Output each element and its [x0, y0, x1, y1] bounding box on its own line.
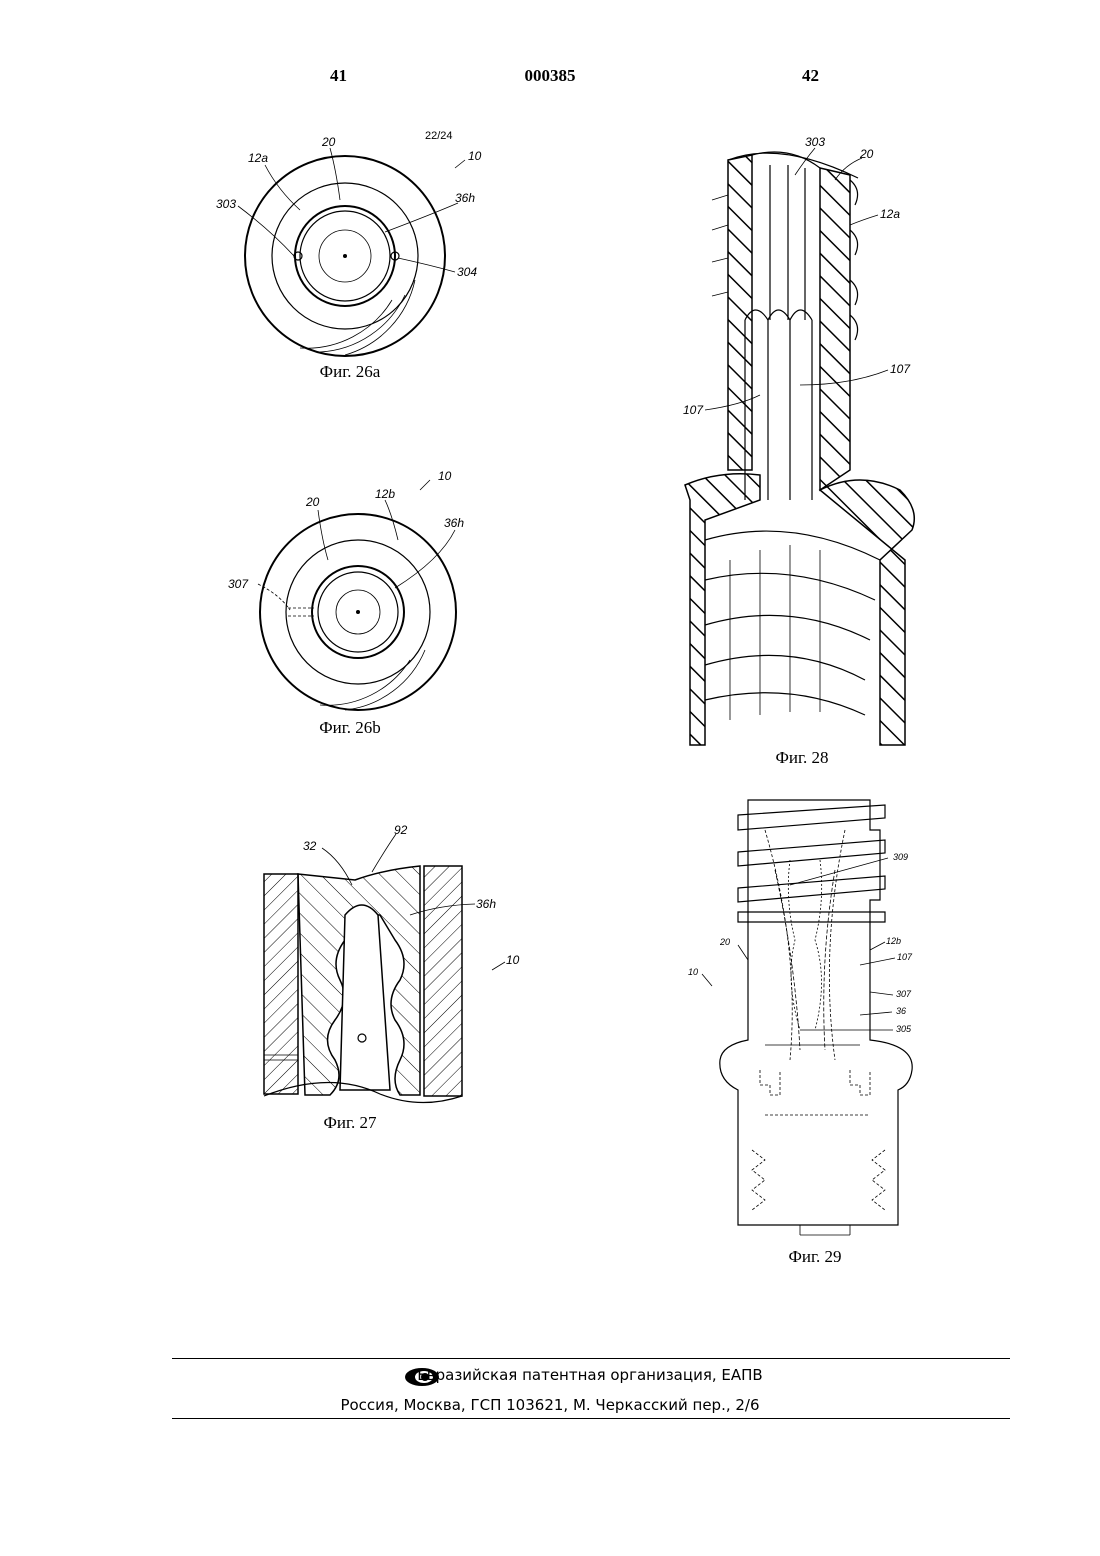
footer-address: Россия, Москва, ГСП 103621, М. Черкасски…	[0, 1396, 1100, 1414]
fig29-caption: Фиг. 29	[755, 1247, 875, 1267]
fig29-label-20: 20	[719, 937, 730, 947]
fig29-label-10: 10	[688, 967, 698, 977]
fig29-leaders	[702, 858, 895, 1030]
footer-top-rule	[172, 1358, 1010, 1359]
fig29-label-107: 107	[897, 952, 913, 962]
fig29-label-12b: 12b	[886, 936, 901, 946]
fig29-outline	[720, 800, 912, 1235]
fig29-label-36: 36	[896, 1006, 906, 1016]
footer-organization: Евразийская патентная организация, ЕАПВ	[0, 1366, 1100, 1384]
fig29-label-309: 309	[893, 852, 908, 862]
fig29-label-307: 307	[896, 989, 912, 999]
fig29-label-305: 305	[896, 1024, 912, 1034]
footer-bottom-rule	[172, 1418, 1010, 1419]
